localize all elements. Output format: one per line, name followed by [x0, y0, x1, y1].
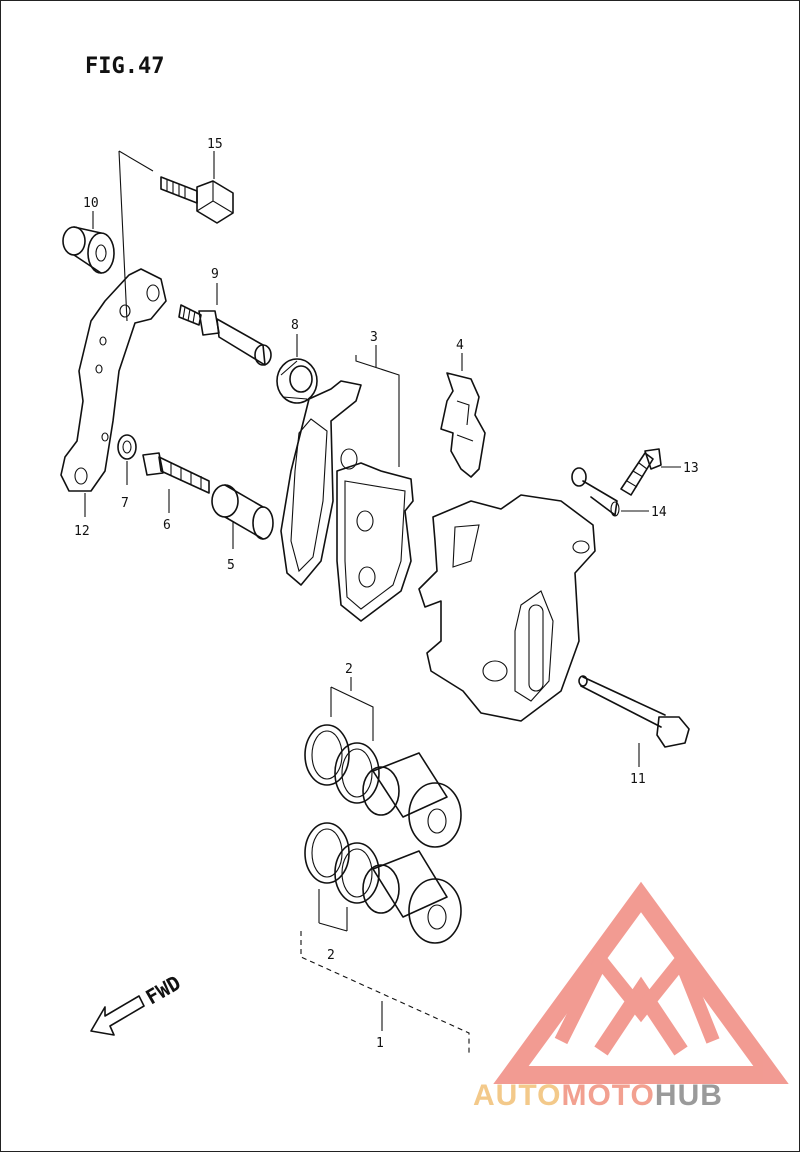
callout-2-lower: 2: [327, 948, 335, 963]
part-15-bolt: [160, 176, 234, 224]
figure-title: FIG.47: [85, 54, 164, 79]
part-7-washer: [117, 434, 137, 460]
automotohub-logo: [493, 881, 789, 1084]
watermark-moto: MOTO: [561, 1079, 654, 1112]
callout-12: 12: [74, 524, 90, 539]
part-3-pad-set: [280, 380, 414, 622]
part-10-sleeve: [62, 226, 115, 274]
callout-9: 9: [211, 267, 219, 282]
callout-11: 11: [630, 772, 646, 787]
callout-14: 14: [651, 505, 667, 520]
callout-8: 8: [291, 318, 299, 333]
callout-1: 1: [376, 1036, 384, 1051]
part-1-set-bracket: [300, 931, 470, 1053]
fwd-arrow-icon: [90, 995, 145, 1036]
part-2-seals-upper: [304, 724, 380, 804]
part-5-pin: [211, 484, 274, 540]
callout-5: 5: [227, 558, 235, 573]
caliper-body: [418, 494, 596, 722]
callout-10: 10: [83, 196, 99, 211]
callout-2-upper: 2: [345, 662, 353, 677]
part-11-bolt: [578, 675, 690, 748]
part-14-cap: [571, 467, 620, 517]
fwd-label: FWD: [142, 970, 185, 1009]
part-12-bracket: [60, 268, 167, 492]
part-6-bolt: [142, 452, 210, 494]
part-13-bleed-screw: [620, 448, 662, 496]
piston-lower: [362, 850, 462, 944]
callout-6: 6: [163, 518, 171, 533]
callout-4: 4: [456, 338, 464, 353]
callout-7: 7: [121, 496, 129, 511]
callout-3: 3: [370, 330, 378, 345]
piston-upper: [362, 752, 462, 848]
part-9-pin: [178, 304, 272, 366]
watermark-hub: HUB: [655, 1079, 723, 1112]
watermark-text: AUTOMOTOHUB: [473, 1079, 723, 1112]
watermark-auto: AUTO: [473, 1079, 561, 1112]
part-2-seals-lower: [304, 822, 380, 904]
callout-15: 15: [207, 137, 223, 152]
part-8-boot: [276, 358, 318, 404]
callout-13: 13: [683, 461, 699, 476]
part-4-spring: [440, 372, 486, 478]
